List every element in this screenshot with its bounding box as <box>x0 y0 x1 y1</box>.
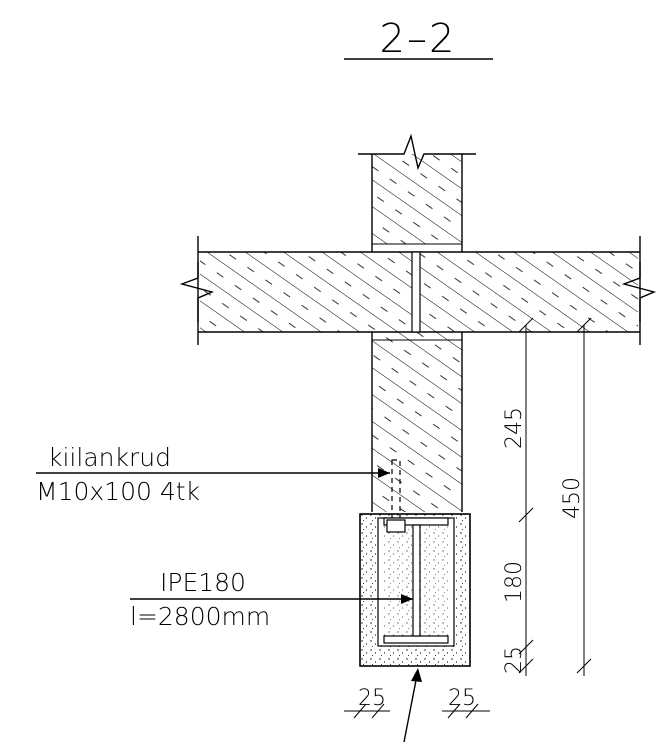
dim-left-cover: 25 <box>358 686 386 711</box>
dim-total-height: 450 <box>560 477 585 519</box>
section-title: 2–2 <box>380 16 457 62</box>
upper-wall <box>358 133 476 252</box>
beam-label-1: IPE180 <box>160 568 246 597</box>
tick-4 <box>518 658 534 674</box>
tick-2 <box>518 507 534 523</box>
tick-total-top <box>576 317 592 333</box>
lower-wall <box>371 332 463 512</box>
anchor-label-1: kiilankrud <box>48 443 171 472</box>
dimension-chain-inner: 245 180 25 <box>502 317 534 676</box>
tick-total-bottom <box>576 658 592 674</box>
beam-bottom-flange <box>383 635 449 644</box>
floor-slab <box>179 236 657 345</box>
anchor-label-2: M10x100 4tk <box>36 477 200 506</box>
lintel-assembly <box>359 513 471 667</box>
break-line-top <box>358 133 476 171</box>
bottom-leader <box>403 669 419 742</box>
beam-annotation: IPE180 l=2800mm <box>130 568 413 631</box>
break-line-left <box>179 262 215 322</box>
dim-upper-wall-height: 245 <box>502 407 527 449</box>
dim-beam-height: 180 <box>502 561 527 603</box>
break-line-right <box>621 262 657 322</box>
dim-bottom-cover: 25 <box>502 646 527 674</box>
dimension-chain-outer: 450 <box>560 317 592 676</box>
bolt-head <box>386 519 406 533</box>
lower-wall-hatch <box>372 332 462 512</box>
beam-label-2: l=2800mm <box>130 602 270 631</box>
section-title-group: 2–2 <box>344 16 493 62</box>
slab-joint <box>411 251 421 333</box>
anchor-annotation: kiilankrud M10x100 4tk <box>36 443 390 506</box>
dimension-horizontal: 25 25 <box>344 686 490 719</box>
tick-1 <box>518 317 534 333</box>
beam-web <box>412 524 421 637</box>
tick-3 <box>518 639 534 655</box>
upper-wall-hatch <box>372 154 462 244</box>
dim-right-cover: 25 <box>448 686 476 711</box>
bottom-pointer <box>403 668 422 742</box>
